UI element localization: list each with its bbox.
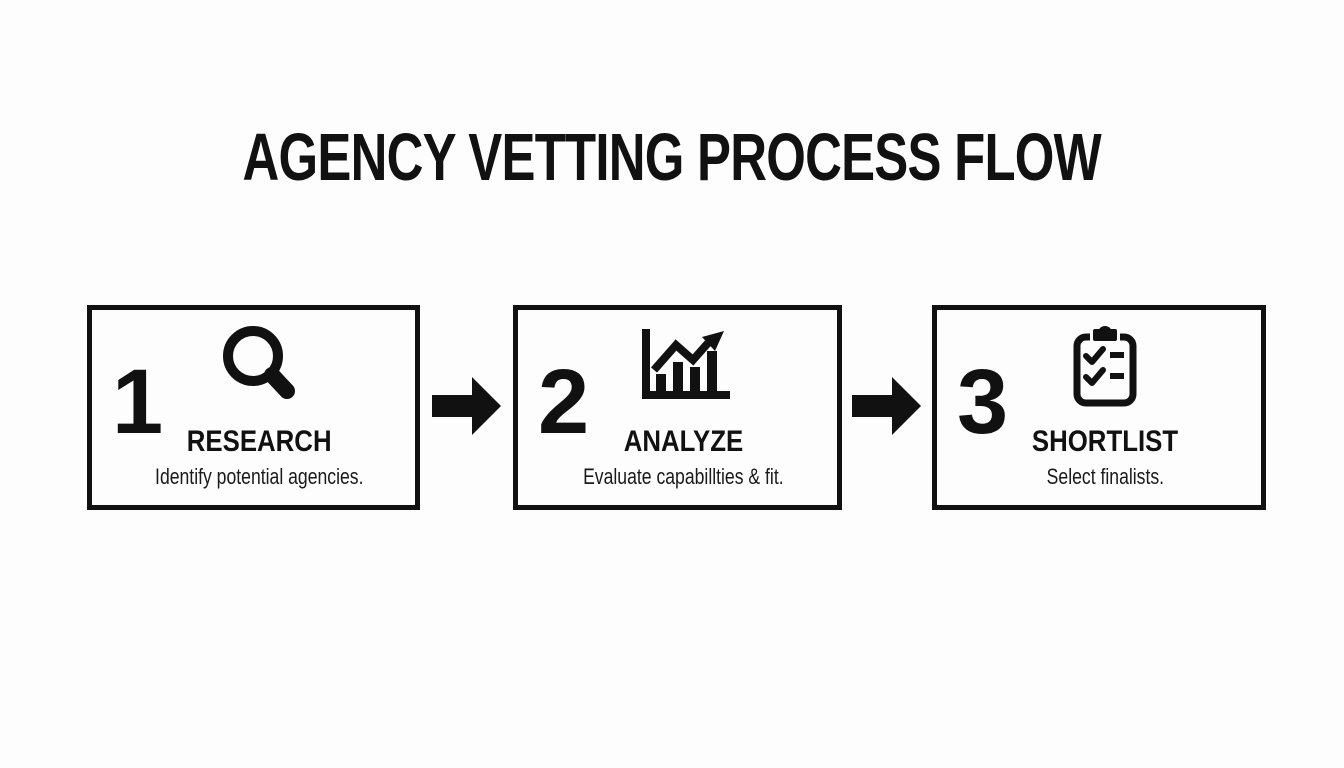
step-description: Select finalists.	[1046, 464, 1164, 489]
arrow-right-icon	[432, 376, 502, 436]
page-title: AGENCY VETTING PROCESS FLOW	[0, 124, 1344, 191]
step-content: ANALYZE Evaluate capabillties & fit.	[524, 310, 843, 505]
search-icon	[219, 325, 301, 407]
clipboard-checklist-icon	[1073, 325, 1137, 407]
step-number: 2	[538, 351, 590, 453]
page-title-text: AGENCY VETTING PROCESS FLOW	[242, 120, 1102, 195]
arrow-right-icon	[852, 376, 922, 436]
step-label: SHORTLIST	[1031, 425, 1179, 458]
step-description: Identify potential agencies.	[155, 464, 364, 489]
step-box-analyze: 2 ANALYZE Evaluate capabillties & fit.	[513, 305, 842, 510]
step-description: Evaluate capabillties & fit.	[583, 464, 784, 489]
step-number: 3	[957, 351, 1009, 453]
bar-chart-growth-icon	[638, 325, 730, 407]
step-number: 1	[112, 351, 164, 453]
step-label: RESEARCH	[187, 425, 332, 458]
step-box-research: 1 RESEARCH Identify potential agencies.	[87, 305, 420, 510]
step-content: RESEARCH Identify potential agencies.	[98, 310, 421, 505]
step-box-shortlist: 3 SHORTLIST Select finalists.	[932, 305, 1266, 510]
step-label: ANALYZE	[623, 425, 744, 458]
step-content: SHORTLIST Select finalists.	[943, 310, 1267, 505]
